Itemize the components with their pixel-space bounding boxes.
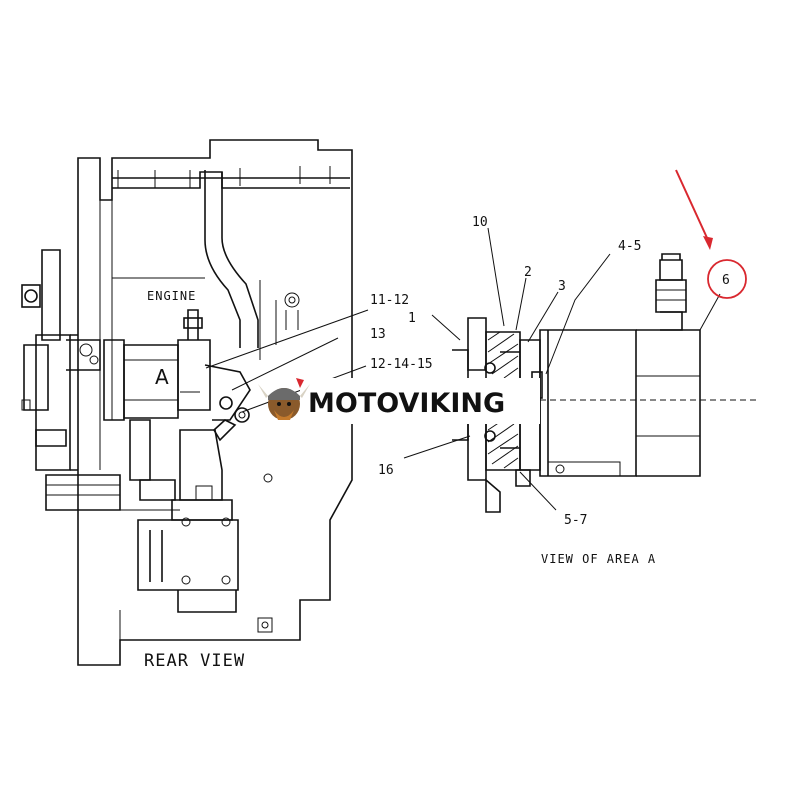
viking-logo-icon <box>258 378 310 420</box>
callout-4-5: 4-5 <box>618 239 641 254</box>
callout-10: 10 <box>472 215 488 230</box>
callout-3: 3 <box>558 279 566 294</box>
watermark-text: MOTOVIKING <box>308 388 505 419</box>
callout-6-highlight-circle <box>707 259 747 299</box>
highlight-arrow <box>675 169 713 250</box>
callout-11-12: 11-12 <box>370 293 409 308</box>
engine-label: ENGINE <box>147 289 196 303</box>
callout-2: 2 <box>524 265 532 280</box>
rear-view-engine-drawing <box>21 139 353 666</box>
callout-1: 1 <box>408 311 416 326</box>
callout-13: 13 <box>370 327 386 342</box>
watermark: MOTOVIKING <box>258 378 540 424</box>
callout-5-7: 5-7 <box>564 513 587 528</box>
callout-16: 16 <box>378 463 394 478</box>
callout-leaders <box>205 227 721 511</box>
rear-view-caption: REAR VIEW <box>144 651 245 671</box>
callout-6: 6 <box>722 273 730 288</box>
callout-12-14-15: 12-14-15 <box>370 357 433 372</box>
area-a-label: A <box>155 365 169 389</box>
view-of-area-a-caption: VIEW OF AREA A <box>541 552 656 566</box>
